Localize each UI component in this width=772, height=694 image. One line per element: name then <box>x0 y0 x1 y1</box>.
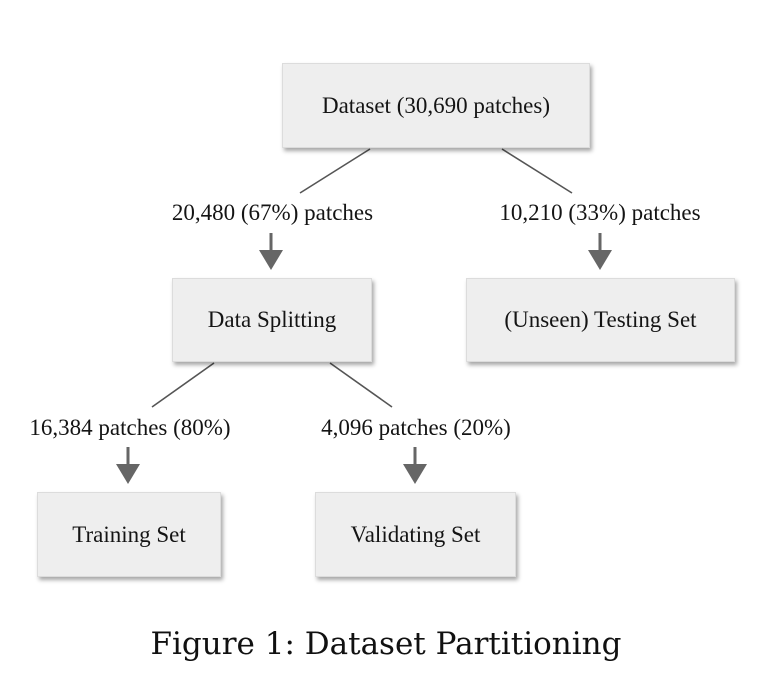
figure-caption: Figure 1: Dataset Partitioning <box>150 626 622 662</box>
edge-label-to-training: 16,384 patches (80%) <box>29 415 231 440</box>
training-set-node-label: Training Set <box>72 521 186 547</box>
arrow-to-splitting <box>259 233 283 270</box>
dataset-node-label: Dataset (30,690 patches) <box>321 92 550 118</box>
edge-label-to-splitting: 20,480 (67%) patches <box>171 200 374 225</box>
edge-label-to-validating: 4,096 patches (20%) <box>321 415 511 440</box>
testing-set-node: (Unseen) Testing Set <box>466 278 735 362</box>
arrow-to-testing <box>588 233 612 270</box>
connector-dataset-right <box>501 148 573 194</box>
data-splitting-node-label: Data Splitting <box>207 307 337 332</box>
data-splitting-node: Data Splitting <box>172 278 372 362</box>
validating-set-node: Validating Set <box>315 492 516 577</box>
arrow-to-validating <box>403 447 427 484</box>
training-set-node: Training Set <box>37 492 221 577</box>
dataset-node: Dataset (30,690 patches) <box>282 63 590 148</box>
connector-splitting-right <box>329 362 393 408</box>
edge-label-to-testing: 10,210 (33%) patches <box>499 200 701 225</box>
validating-set-node-label: Validating Set <box>350 521 481 547</box>
arrow-to-training <box>116 447 140 484</box>
connector-dataset-left <box>299 148 371 194</box>
connector-splitting-left <box>151 362 215 408</box>
testing-set-node-label: (Unseen) Testing Set <box>504 307 697 332</box>
